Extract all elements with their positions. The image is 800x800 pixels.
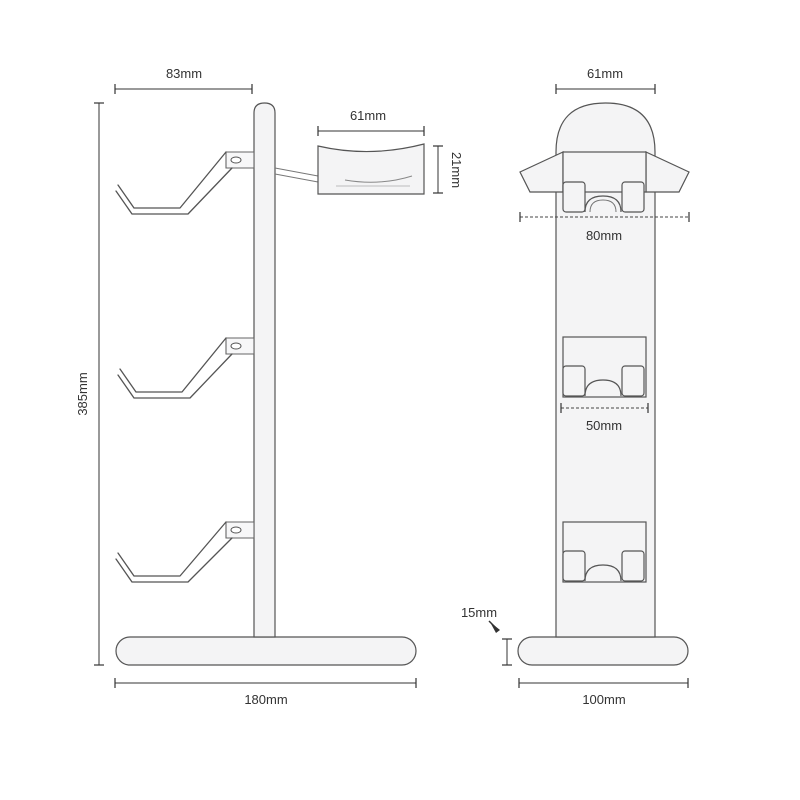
side-base (115, 636, 417, 666)
front-left-wing (519, 151, 564, 193)
dim-holder-height-label: 21mm (449, 152, 464, 188)
hook-bottom-hole (230, 526, 242, 534)
front-holder-top-arc-inner (589, 199, 617, 213)
dim-base-width-label: 180mm (244, 692, 287, 707)
front-holder-bottom-arc (584, 564, 622, 582)
front-holder-bottom-right-tab (621, 550, 645, 582)
holder-detail-line (344, 175, 413, 183)
dim-front-arm-span-label: 80mm (586, 228, 622, 243)
holder-connector-edge (274, 173, 319, 183)
front-holder-middle-right-tab (621, 365, 645, 397)
dim-base-thickness: 15mm (461, 605, 512, 666)
holder-detail (317, 143, 425, 195)
dim-front-top-width: 61mm (555, 66, 656, 94)
holder-connector (274, 167, 319, 177)
front-holder-bottom-left-tab (562, 550, 586, 582)
dim-front-arm-span: 80mm (519, 212, 690, 243)
front-holder-top-arc (584, 195, 622, 213)
front-holder-middle-left-tab (562, 365, 586, 397)
dim-holder-width-label: 61mm (350, 108, 386, 123)
front-view: 61mm 80mm 50mm 15mm (461, 66, 690, 707)
dim-front-slot-width: 50mm (560, 403, 649, 433)
front-holder-top (562, 151, 647, 213)
hook-bottom (115, 521, 255, 583)
hook-middle (117, 337, 255, 399)
dim-holder-width: 61mm (317, 108, 425, 136)
dim-base-thickness-label: 15mm (461, 605, 497, 620)
dim-front-base-width: 100mm (518, 678, 689, 707)
dim-total-height: 385mm (75, 102, 104, 666)
front-holder-bottom (562, 521, 647, 583)
side-view: 83mm 61mm 21mm 385mm 180mm (75, 66, 464, 707)
front-holder-middle-arc (584, 379, 622, 397)
leader-line (488, 620, 499, 631)
dim-holder-height: 21mm (433, 145, 464, 194)
dim-83mm: 83mm (114, 66, 253, 94)
front-holder-top-right-tab (621, 181, 645, 213)
front-holder-middle (562, 336, 647, 398)
dim-total-height-label: 385mm (75, 372, 90, 415)
front-holder-top-left-tab (562, 181, 586, 213)
dim-front-top-width-label: 61mm (587, 66, 623, 81)
dim-front-base-width-label: 100mm (582, 692, 625, 707)
dim-front-slot-width-label: 50mm (586, 418, 622, 433)
dim-83mm-label: 83mm (166, 66, 202, 81)
hook-middle-hole (230, 342, 242, 350)
front-base (517, 636, 689, 666)
hook-top-hole (230, 156, 242, 164)
hook-top (115, 151, 255, 215)
dim-base-width: 180mm (114, 678, 417, 707)
front-right-wing (645, 151, 690, 193)
side-pole (253, 102, 276, 638)
